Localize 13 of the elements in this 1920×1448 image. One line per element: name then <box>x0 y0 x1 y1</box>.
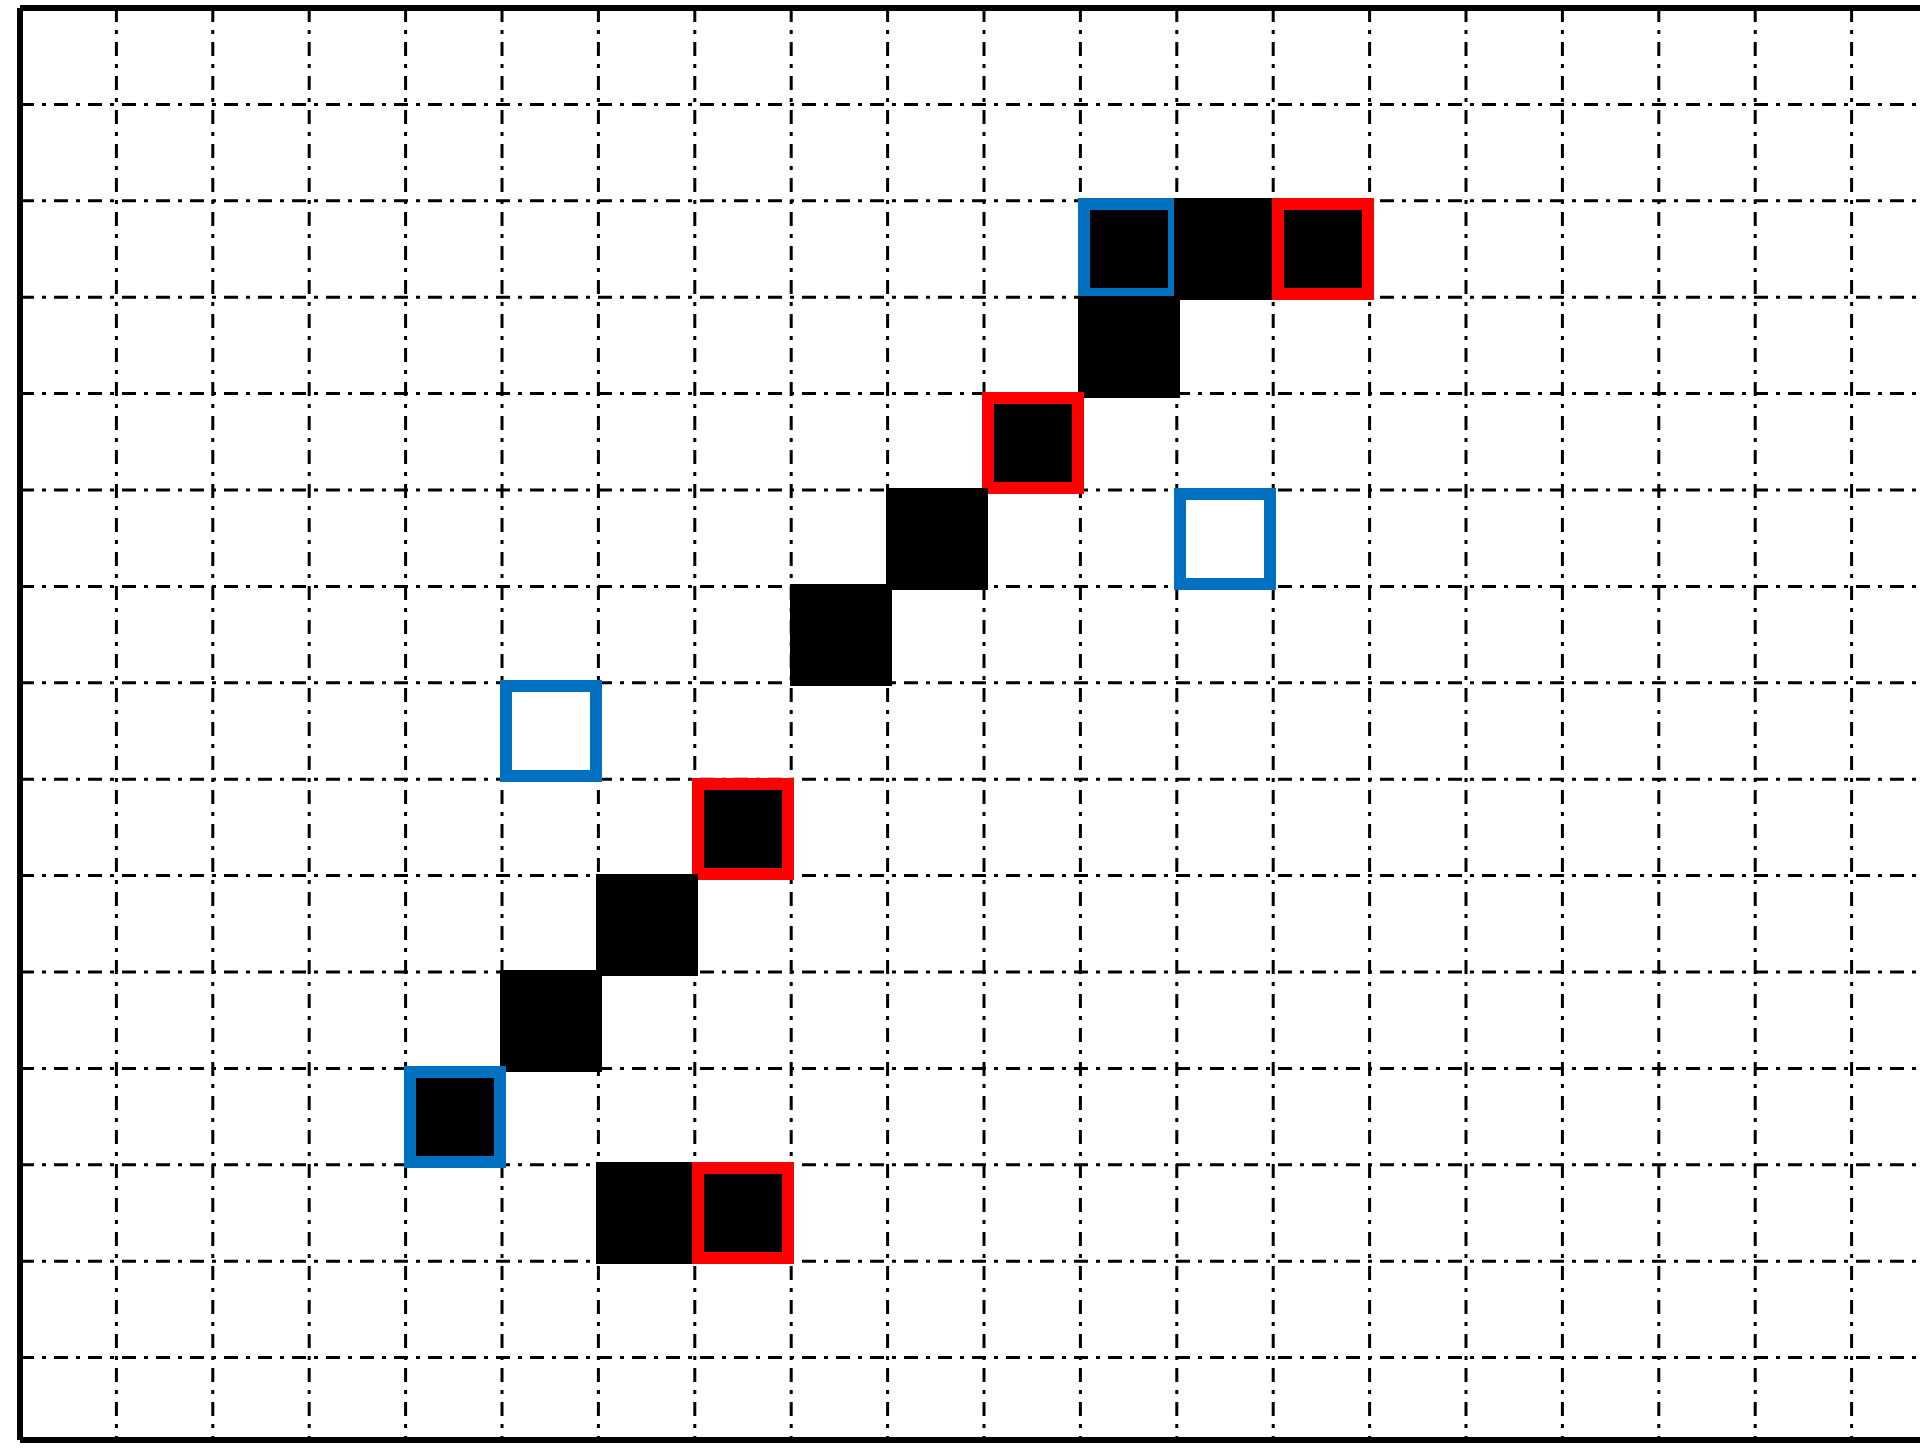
outlined-filled-square <box>692 777 795 880</box>
filled-square <box>1078 295 1181 398</box>
filled-square <box>1174 198 1277 301</box>
outlined-empty-square <box>500 680 602 783</box>
outlined-filled-square <box>982 391 1084 494</box>
filled-square <box>500 970 602 1072</box>
filled-square <box>789 584 892 687</box>
outlined-filled-square <box>1271 198 1374 301</box>
outlined-filled-square <box>692 1162 795 1265</box>
outlined-filled-square <box>403 1066 506 1169</box>
outlined-empty-square <box>1174 488 1277 590</box>
filled-square <box>885 488 988 590</box>
filled-square <box>596 873 699 976</box>
